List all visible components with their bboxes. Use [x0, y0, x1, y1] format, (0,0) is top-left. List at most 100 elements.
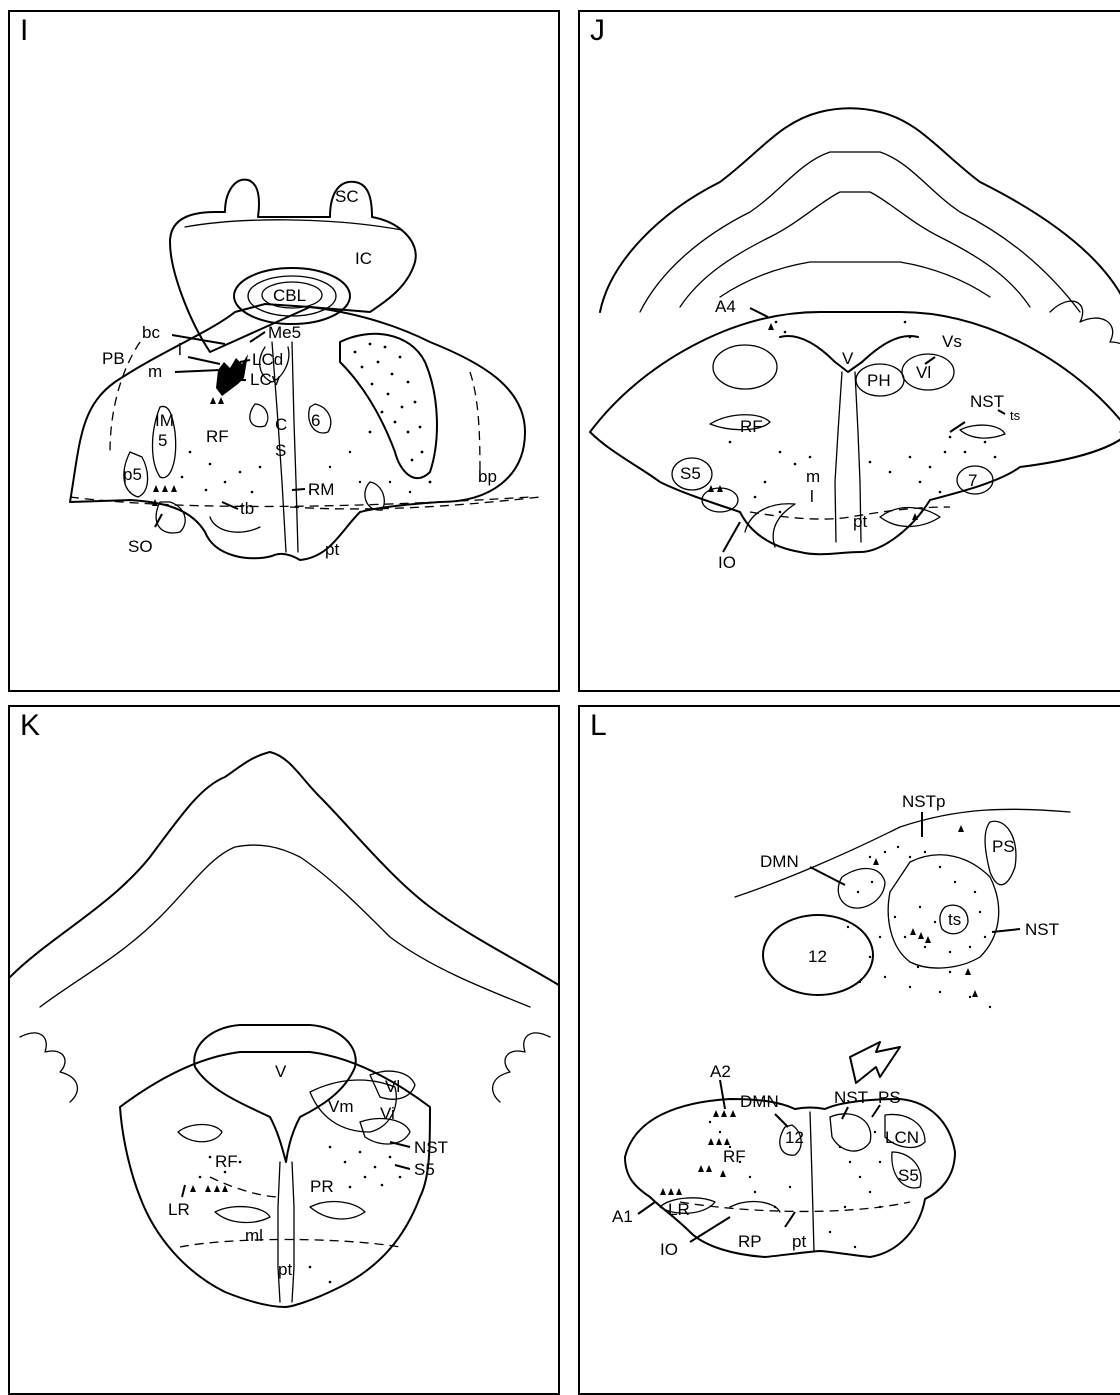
dashed-line-2 — [210, 1177, 280, 1197]
io-leader — [723, 522, 740, 552]
panel-i: I — [8, 10, 560, 692]
label-a4: A4 — [715, 297, 736, 316]
label-rf: RF — [723, 1147, 746, 1166]
label-pt: pt — [278, 1260, 292, 1279]
midline-l — [810, 1112, 814, 1252]
panel-j: J — [578, 10, 1120, 692]
label-pb: PB — [102, 349, 125, 368]
label-vl: Vl — [385, 1077, 400, 1096]
label-ps: PS — [992, 837, 1015, 856]
tb-line — [210, 517, 260, 532]
label-lcv: LCv — [250, 370, 281, 389]
dmn-leader — [810, 867, 845, 885]
cell-triangles-k — [190, 1185, 228, 1192]
label-dmn2: DMN — [740, 1092, 779, 1111]
inner-right-nucleus — [365, 482, 384, 510]
label-rf: RF — [740, 417, 763, 436]
label-c: C — [275, 415, 287, 434]
label-ps2: PS — [878, 1088, 901, 1107]
folia-right — [493, 1033, 550, 1102]
label-vi: Vi — [380, 1104, 395, 1123]
cerebellum-arch-outer — [600, 108, 1120, 312]
nucleus-left-upper — [713, 345, 777, 389]
label-rp: RP — [738, 1232, 762, 1251]
stippled-region-right — [340, 334, 437, 478]
tectal-line — [185, 220, 402, 230]
inset-dmn — [838, 869, 885, 909]
label-a2: A2 — [710, 1062, 731, 1081]
label-pt: pt — [853, 512, 867, 531]
pr-region — [310, 1202, 365, 1219]
label-cbl: CBL — [273, 286, 306, 305]
label-pt: pt — [792, 1232, 806, 1251]
midline-2 — [292, 1162, 294, 1302]
label-io: IO — [660, 1240, 678, 1259]
inset-nst-outline — [888, 855, 999, 968]
label-s: S — [275, 441, 286, 460]
label-rf: RF — [215, 1152, 238, 1171]
label-so: SO — [128, 537, 153, 556]
midline-raphe-2 — [292, 342, 298, 552]
label-ic: IC — [355, 249, 372, 268]
rm-leader — [292, 489, 305, 490]
label-nst: NST — [414, 1138, 448, 1157]
label-s5: S5 — [680, 464, 701, 483]
label-bp: bp — [478, 467, 497, 486]
label-ph: PH — [867, 371, 891, 390]
inner-left-nucleus — [250, 404, 268, 427]
label-pt: pt — [325, 540, 339, 559]
brainstem-section-i: SC IC CBL bc Me5 PB l m LCd LCv IM 5 RF … — [10, 12, 560, 692]
label-sc: SC — [335, 187, 359, 206]
lr-leader — [182, 1185, 185, 1197]
label-12: 12 — [808, 947, 827, 966]
label-nstp: NSTp — [902, 792, 945, 811]
folia-left — [20, 1033, 77, 1102]
midline-1 — [278, 1162, 280, 1302]
label-vs: Vs — [942, 332, 962, 351]
label-vl: Vl — [916, 363, 931, 382]
label-rf: RF — [206, 427, 229, 446]
label-pr: PR — [310, 1177, 334, 1196]
label-lr: LR — [168, 1200, 190, 1219]
stipple-inset — [847, 846, 991, 1008]
label-lcn: LCN — [885, 1128, 919, 1147]
label-v: V — [842, 349, 854, 368]
a2-leader — [720, 1080, 725, 1109]
dmn2-leader — [775, 1114, 788, 1127]
pbm-leader — [175, 370, 220, 372]
label-a1: A1 — [612, 1207, 633, 1226]
midline-1 — [835, 372, 842, 542]
olive-left — [745, 504, 795, 547]
lc-cluster — [216, 354, 248, 396]
label-ts: ts — [1010, 408, 1021, 423]
label-pb-m: m — [148, 362, 162, 381]
label-s5: S5 — [414, 1160, 435, 1179]
label-lr: LR — [668, 1200, 690, 1219]
s5-leader — [395, 1165, 410, 1169]
pt-leader — [785, 1212, 795, 1227]
cerebellum-outline — [10, 752, 560, 987]
lcd-leader — [240, 360, 250, 362]
brainstem-section-l: NSTp DMN PS ts 12 NST A2 DMN NST PS LCN … — [580, 707, 1120, 1395]
label-p5: p5 — [123, 465, 142, 484]
a1-leader — [638, 1202, 655, 1214]
dashed-line-4 — [470, 372, 480, 482]
nst2-leader — [842, 1107, 848, 1119]
label-io: IO — [718, 553, 736, 572]
fourth-ventricle — [194, 1025, 356, 1162]
label-nst: NST — [970, 392, 1004, 411]
label-pb-l: l — [178, 340, 182, 359]
label-rm: RM — [308, 480, 334, 499]
ml-region — [215, 1207, 270, 1223]
label-ml: ml — [245, 1226, 263, 1245]
label-lcd: LCd — [252, 350, 283, 369]
label-dmn: DMN — [760, 852, 799, 871]
label-im-5: 5 — [158, 431, 167, 450]
dashed-line — [180, 1240, 400, 1248]
label-me5: Me5 — [268, 323, 301, 342]
label-12-small: 12 — [785, 1128, 804, 1147]
panel-l: L — [578, 705, 1120, 1395]
nst-capsule — [960, 425, 1005, 438]
label-nst: NST — [1025, 920, 1059, 939]
label-vm: Vm — [328, 1097, 354, 1116]
